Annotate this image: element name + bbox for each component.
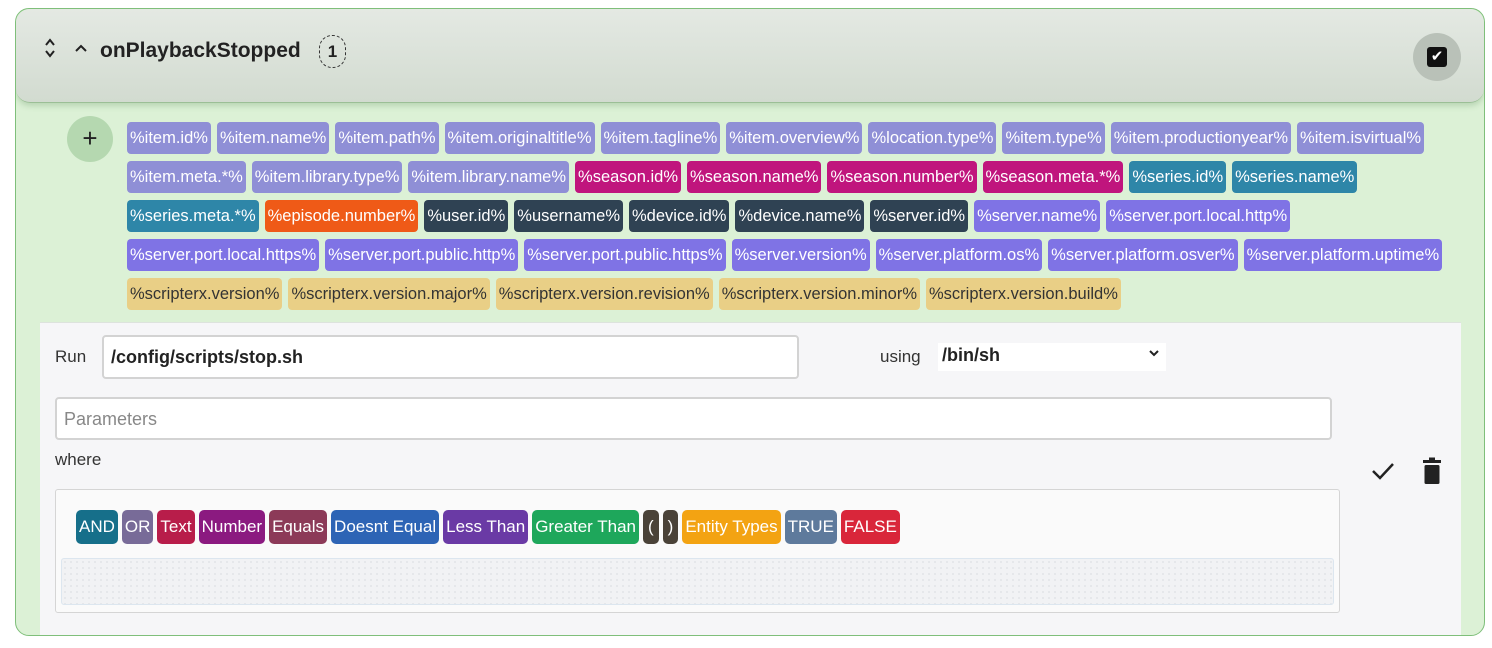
trash-icon[interactable]: [1420, 457, 1444, 485]
checkmark-icon[interactable]: [1370, 459, 1396, 490]
enable-toggle-button[interactable]: ✔: [1413, 33, 1461, 81]
condition-block-number[interactable]: Number: [198, 510, 266, 544]
variable-tag[interactable]: %item.library.type%: [251, 161, 403, 193]
action-count-badge: 1: [319, 35, 346, 68]
checkbox-checked-icon: ✔: [1427, 47, 1447, 67]
variable-tag[interactable]: %device.name%: [735, 200, 865, 232]
condition-block-noteq[interactable]: Doesnt Equal: [331, 510, 440, 544]
condition-block-false[interactable]: FALSE: [840, 510, 900, 544]
variable-tags: %item.id%%item.name%%item.path%%item.ori…: [127, 122, 1472, 310]
variable-tag[interactable]: %season.name%: [687, 161, 822, 193]
variable-tag[interactable]: %item.productionyear%: [1110, 122, 1292, 154]
condition-block-or[interactable]: OR: [121, 510, 154, 544]
condition-block-and[interactable]: AND: [76, 510, 118, 544]
variable-tag[interactable]: %scripterx.version.build%: [926, 278, 1121, 310]
variable-tag[interactable]: %season.meta.*%: [982, 161, 1124, 193]
variable-tag[interactable]: %scripterx.version.revision%: [495, 278, 713, 310]
variable-tag[interactable]: %item.isvirtual%: [1297, 122, 1425, 154]
interpreter-select[interactable]: /bin/sh: [938, 343, 1166, 371]
chevron-down-icon: [1148, 346, 1160, 363]
chevron-up-icon[interactable]: [74, 37, 88, 67]
variable-tag[interactable]: %scripterx.version.minor%: [718, 278, 920, 310]
sort-arrows-icon[interactable]: [44, 37, 56, 67]
variable-tag[interactable]: %season.number%: [827, 161, 977, 193]
variable-tag[interactable]: %season.id%: [575, 161, 682, 193]
event-title: onPlaybackStopped: [100, 39, 301, 62]
condition-block-less[interactable]: Less Than: [443, 510, 529, 544]
variable-tag[interactable]: %location.type%: [868, 122, 997, 154]
variable-tag[interactable]: %episode.number%: [264, 200, 419, 232]
action-panel: Run /config/scripts/stop.sh using /bin/s…: [40, 322, 1461, 635]
variable-tag[interactable]: %series.name%: [1232, 161, 1358, 193]
variable-tag[interactable]: %user.id%: [424, 200, 509, 232]
variable-tag[interactable]: %item.id%: [127, 122, 211, 154]
interpreter-value: /bin/sh: [942, 345, 1000, 365]
variable-tag[interactable]: %item.type%: [1002, 122, 1105, 154]
variable-tag[interactable]: %server.port.local.https%: [127, 239, 320, 271]
variable-tag[interactable]: %item.path%: [335, 122, 439, 154]
condition-block-paren[interactable]: ): [662, 510, 679, 544]
condition-block-greater[interactable]: Greater Than: [532, 510, 639, 544]
variable-tag[interactable]: %item.originaltitle%: [444, 122, 595, 154]
condition-block-entity[interactable]: Entity Types: [682, 510, 781, 544]
condition-block-text[interactable]: Text: [157, 510, 195, 544]
using-label: using: [880, 347, 921, 366]
variable-tag[interactable]: %device.id%: [629, 200, 730, 232]
variable-tag[interactable]: %server.id%: [870, 200, 969, 232]
condition-block-true[interactable]: TRUE: [784, 510, 837, 544]
variable-tag[interactable]: %server.platform.os%: [875, 239, 1043, 271]
variable-tag[interactable]: %item.tagline%: [600, 122, 721, 154]
variable-tag[interactable]: %username%: [514, 200, 623, 232]
parameters-input[interactable]: Parameters: [55, 397, 1332, 440]
event-card: onPlaybackStopped 1 ✔ + %item.id%%item.n…: [15, 8, 1485, 636]
where-label: where: [55, 450, 102, 469]
variable-tag[interactable]: %server.name%: [974, 200, 1101, 232]
condition-drop-zone[interactable]: [61, 558, 1334, 605]
variable-tag[interactable]: %item.meta.*%: [127, 161, 246, 193]
card-header: onPlaybackStopped 1 ✔: [16, 9, 1484, 103]
condition-block-paren[interactable]: (: [643, 510, 659, 544]
script-path-input[interactable]: /config/scripts/stop.sh: [102, 335, 799, 379]
variable-tag[interactable]: %server.port.public.http%: [325, 239, 519, 271]
variable-tag[interactable]: %server.platform.osver%: [1048, 239, 1238, 271]
variable-tag[interactable]: %series.id%: [1129, 161, 1227, 193]
run-label: Run: [55, 347, 87, 366]
variable-tag[interactable]: %server.port.local.http%: [1106, 200, 1291, 232]
condition-block-equals[interactable]: Equals: [269, 510, 328, 544]
variable-tag[interactable]: %item.name%: [216, 122, 330, 154]
variable-tag[interactable]: %item.library.name%: [408, 161, 570, 193]
variable-tag[interactable]: %item.overview%: [726, 122, 863, 154]
variable-tag[interactable]: %server.version%: [731, 239, 870, 271]
variable-tag[interactable]: %server.port.public.https%: [524, 239, 726, 271]
variable-tag[interactable]: %scripterx.version%: [127, 278, 283, 310]
variable-tag[interactable]: %scripterx.version.major%: [288, 278, 490, 310]
variable-tag[interactable]: %server.platform.uptime%: [1243, 239, 1443, 271]
add-action-button[interactable]: +: [67, 116, 113, 162]
variable-tag[interactable]: %series.meta.*%: [127, 200, 259, 232]
